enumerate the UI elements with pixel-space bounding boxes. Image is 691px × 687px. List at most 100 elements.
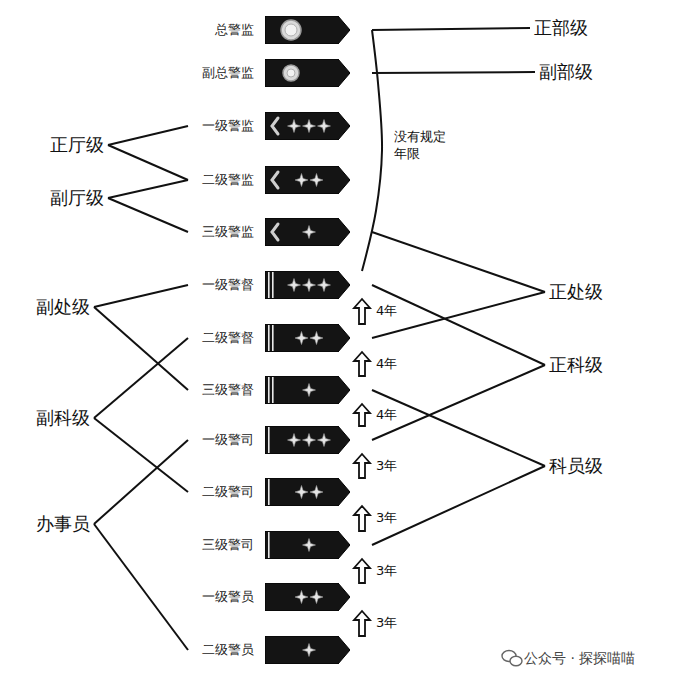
shoulder-board bbox=[265, 324, 350, 352]
wechat-icon bbox=[502, 651, 522, 666]
emblem-core bbox=[285, 24, 297, 36]
rank-insignia: 一级警监 bbox=[188, 112, 372, 140]
board-outline bbox=[265, 531, 350, 559]
rank-name: 一级警监 bbox=[188, 112, 254, 140]
rank-star bbox=[303, 120, 316, 133]
rank-name: 二级警督 bbox=[188, 324, 254, 352]
grade-link bbox=[372, 28, 530, 30]
rank-insignia: 二级警员 bbox=[188, 636, 372, 664]
rank-insignia: 一级警督 bbox=[188, 271, 372, 299]
shoulder-board bbox=[265, 478, 350, 506]
promotion-arrow bbox=[354, 611, 370, 636]
grade-link bbox=[108, 198, 188, 232]
grade-name: 办事员 bbox=[36, 513, 90, 535]
promotion-arrow bbox=[354, 352, 370, 376]
police-emblem bbox=[283, 65, 299, 81]
shoulder-board bbox=[265, 583, 350, 611]
grade-level: 副处级 bbox=[32, 294, 94, 320]
rank-insignia: 副总警监 bbox=[188, 59, 372, 87]
rank-star bbox=[310, 332, 323, 345]
rank-insignia: 二级警督 bbox=[188, 324, 372, 352]
board-outline bbox=[265, 59, 350, 87]
grade-link bbox=[94, 524, 188, 650]
board-stripe bbox=[272, 325, 274, 351]
no-limit-curve bbox=[362, 30, 382, 271]
board-outline bbox=[265, 271, 350, 299]
promotion-arrow bbox=[354, 506, 370, 531]
olive-branch bbox=[272, 172, 278, 188]
board-stripe bbox=[268, 325, 270, 351]
rank-name: 一级警员 bbox=[188, 583, 254, 611]
rank-star bbox=[318, 434, 331, 447]
grade-name: 副处级 bbox=[36, 296, 90, 318]
years-label: 4年 bbox=[374, 407, 399, 423]
rank-name: 一级警督 bbox=[188, 271, 254, 299]
board-outline bbox=[265, 166, 350, 194]
rank-star bbox=[310, 174, 323, 187]
rank-name: 三级警司 bbox=[188, 531, 254, 559]
rank-star bbox=[288, 279, 301, 292]
chat-bubble bbox=[510, 656, 522, 666]
grade-link bbox=[372, 292, 545, 338]
promotion-arrow bbox=[354, 559, 370, 583]
grade-name: 科员级 bbox=[549, 455, 603, 477]
shoulder-board bbox=[265, 218, 350, 246]
rank-name: 总警监 bbox=[188, 16, 254, 44]
rank-insignia: 三级警监 bbox=[188, 218, 372, 246]
promotion-arrow bbox=[354, 299, 370, 324]
rank-star bbox=[303, 539, 316, 552]
rank-star bbox=[303, 279, 316, 292]
grade-level: 副厅级 bbox=[46, 185, 108, 211]
board-outline bbox=[265, 426, 350, 454]
board-outline bbox=[265, 16, 350, 44]
grade-link bbox=[372, 72, 535, 73]
rank-star bbox=[318, 279, 331, 292]
board-stripe bbox=[272, 377, 274, 403]
grade-name: 正部级 bbox=[534, 17, 588, 39]
shoulder-board bbox=[265, 426, 350, 454]
rank-insignia: 三级警督 bbox=[188, 376, 372, 404]
board-outline bbox=[265, 376, 350, 404]
board-outline bbox=[265, 218, 350, 246]
rank-star bbox=[288, 120, 301, 133]
police-emblem bbox=[281, 20, 301, 40]
grade-level: 科员级 bbox=[545, 453, 607, 479]
years-label: 4年 bbox=[374, 303, 399, 319]
rank-insignia: 一级警司 bbox=[188, 426, 372, 454]
olive-branch bbox=[272, 118, 278, 134]
grade-link bbox=[372, 285, 545, 365]
grade-link bbox=[94, 338, 188, 418]
rank-insignia: 三级警司 bbox=[188, 531, 372, 559]
grade-link bbox=[372, 232, 545, 292]
rank-star bbox=[303, 644, 316, 657]
board-stripe bbox=[268, 532, 270, 558]
grade-name: 正厅级 bbox=[50, 134, 104, 156]
board-outline bbox=[265, 636, 350, 664]
grade-level: 正处级 bbox=[545, 279, 607, 305]
shoulder-board bbox=[265, 16, 350, 44]
shoulder-board bbox=[265, 112, 350, 140]
grade-link bbox=[108, 145, 188, 180]
shoulder-board bbox=[265, 636, 350, 664]
board-outline bbox=[265, 583, 350, 611]
grade-name: 正处级 bbox=[549, 281, 603, 303]
board-stripe bbox=[268, 479, 270, 505]
grade-link bbox=[372, 466, 545, 545]
shoulder-board bbox=[265, 271, 350, 299]
rank-star bbox=[295, 174, 308, 187]
rank-star bbox=[295, 332, 308, 345]
shoulder-board bbox=[265, 166, 350, 194]
board-stripe bbox=[268, 272, 270, 298]
years-label: 3年 bbox=[374, 510, 399, 526]
board-outline bbox=[265, 324, 350, 352]
rank-insignia: 总警监 bbox=[188, 16, 372, 44]
rank-star bbox=[318, 120, 331, 133]
shoulder-board bbox=[265, 376, 350, 404]
years-label: 3年 bbox=[374, 563, 399, 579]
grade-name: 正科级 bbox=[549, 354, 603, 376]
rank-star bbox=[295, 486, 308, 499]
rank-insignia: 二级警司 bbox=[188, 478, 372, 506]
grade-level: 正厅级 bbox=[46, 132, 108, 158]
